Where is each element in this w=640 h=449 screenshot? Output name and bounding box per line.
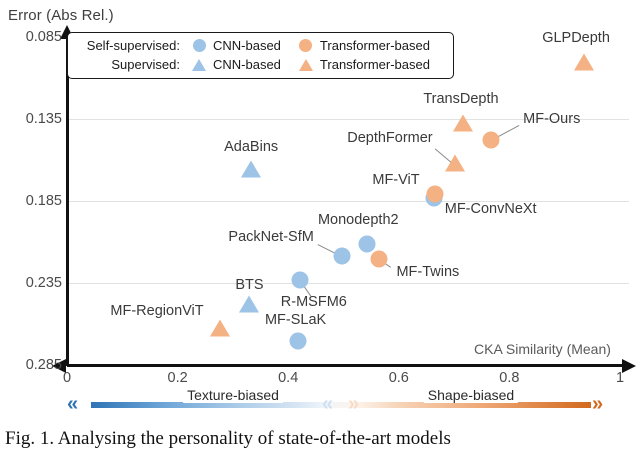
legend-row-self-supervised: Self-supervised: CNN-based Transformer-b… — [77, 36, 444, 55]
legend-label-cnn: CNN-based — [213, 57, 281, 72]
y-tick-label: 0.285 — [25, 357, 62, 373]
x-axis-title: CKA Similarity (Mean) — [474, 341, 611, 357]
data-point-bts — [239, 295, 260, 313]
x-axis-arrow-left-icon — [52, 358, 66, 373]
label-mf-ours: MF-Ours — [523, 110, 581, 127]
legend-row-title: Self-supervised: — [86, 38, 180, 53]
data-point-mf-slak — [289, 332, 307, 350]
x-tick-label: 0.4 — [278, 370, 299, 386]
legend-label-transformer: Transformer-based — [319, 57, 430, 72]
gridline — [67, 283, 629, 284]
y-tick-label: 0.235 — [25, 275, 62, 291]
bias-scale-bar: « « » » Texture-biased Shape-biased — [67, 387, 620, 415]
bias-left-chevron-icon: « — [67, 393, 79, 415]
legend-label-cnn: CNN-based — [213, 38, 281, 53]
x-axis-line — [67, 364, 625, 367]
bias-label-shape: Shape-biased — [423, 387, 519, 403]
data-point-adabins — [241, 160, 262, 178]
label-bts: BTS — [235, 276, 264, 293]
data-point-transdepth — [452, 114, 473, 132]
y-axis-title: Error (Abs Rel.) — [8, 7, 114, 24]
label-mf-vit: MF-ViT — [372, 171, 420, 188]
data-point-monodepth2 — [358, 235, 376, 253]
bias-center-chevron-right-icon: » — [348, 393, 360, 415]
y-axis-line — [66, 37, 69, 366]
bias-center-chevron-left-icon: « — [322, 393, 334, 415]
legend-triangle-orange-icon — [295, 58, 317, 71]
label-r-msfm6: R-MSFM6 — [280, 293, 347, 310]
gridline — [67, 119, 629, 120]
data-point-mf-convnext — [426, 185, 444, 203]
data-point-mf-twins — [370, 250, 388, 268]
y-tick-label: 0.135 — [25, 111, 62, 127]
label-depthformer: DepthFormer — [347, 129, 433, 146]
label-monodepth2: Monodepth2 — [317, 212, 399, 229]
y-tick-label: 0.085 — [25, 29, 62, 45]
data-point-packnet-sfm — [333, 247, 351, 265]
label-mf-slak: MF-SLaK — [264, 312, 327, 329]
legend-row-title: Supervised: — [111, 57, 180, 72]
gridline — [67, 201, 629, 202]
figure-caption: Fig. 1. Analysing the personality of sta… — [5, 428, 451, 448]
bias-label-texture: Texture-biased — [183, 387, 283, 403]
bias-gradient — [91, 402, 591, 408]
legend-circle-orange-icon — [295, 39, 317, 52]
data-point-mf-regionvit — [209, 319, 230, 337]
legend-row-supervised: Supervised: CNN-based Transformer-based — [77, 55, 444, 74]
label-packnet-sfm: PackNet-SfM — [228, 228, 314, 245]
label-mf-convnext: MF-ConvNeXt — [444, 200, 537, 217]
x-tick-label: 1 — [615, 370, 625, 386]
legend-label-transformer: Transformer-based — [319, 38, 430, 53]
x-tick-label: 0.2 — [167, 370, 188, 386]
legend-triangle-blue-icon — [188, 58, 210, 71]
x-tick-label: 0 — [62, 370, 72, 386]
legend: Self-supervised: CNN-based Transformer-b… — [67, 32, 454, 79]
label-glpdepth: GLPDepth — [542, 30, 610, 47]
x-tick-label: 0.8 — [499, 370, 520, 386]
x-tick-label: 0.6 — [388, 370, 409, 386]
label-adabins: AdaBins — [224, 138, 279, 155]
label-transdepth: TransDepth — [423, 90, 499, 107]
y-tick-label: 0.185 — [25, 193, 62, 209]
label-mf-twins: MF-Twins — [396, 264, 460, 281]
data-point-glpdepth — [574, 53, 595, 71]
x-axis-arrow-right-icon — [622, 358, 636, 373]
label-mf-regionvit: MF-RegionViT — [110, 302, 204, 319]
data-point-depthformer — [444, 154, 465, 172]
data-point-mf-ours — [482, 131, 500, 148]
bias-right-chevron-icon: » — [592, 393, 604, 415]
legend-circle-blue-icon — [188, 39, 210, 52]
data-point-r-msfm6 — [291, 271, 309, 289]
